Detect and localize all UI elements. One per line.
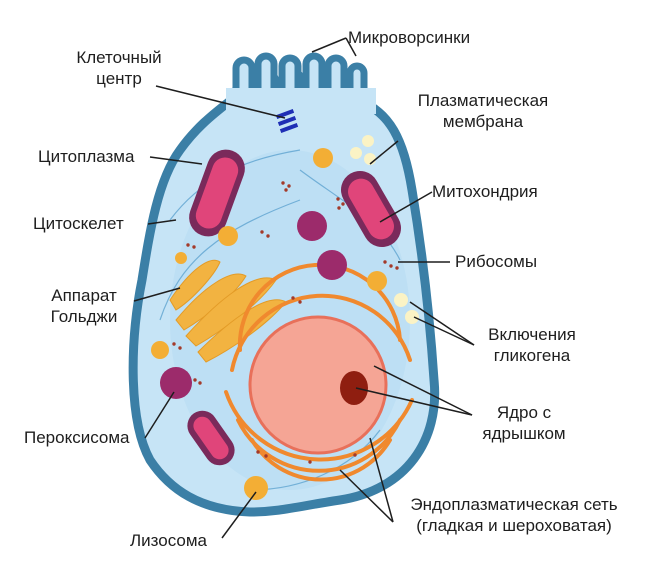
label-golgi-line2: Гольджи [50,307,118,326]
label-plasma-membrane-line2: мембрана [442,112,524,131]
label-er: Эндоплазматическая сеть (гладкая и шерох… [396,494,632,536]
label-mitochondrion: Митохондрия [432,182,538,201]
label-plasma-membrane: Плазматическая мембрана [398,90,568,132]
label-cytoskeleton: Цитоскелет [33,214,124,233]
mitochondrion [187,149,401,466]
label-microvilli: Микроворсинки [348,28,471,47]
label-golgi: Аппарат Гольджи [38,285,130,327]
glycogen-inclusions [350,135,419,324]
label-glycogen-line2: гликогена [493,346,571,365]
label-centrosome-line2: центр [96,69,142,88]
endoplasmic-reticulum [224,262,414,482]
label-glycogen-line1: Включения [488,325,576,344]
label-golgi-line1: Аппарат [51,286,117,305]
label-nucleus-line2: ядрышком [482,424,566,443]
label-plasma-membrane-line1: Плазматическая [417,91,549,110]
ribosomes [172,181,399,464]
label-er-line2: (гладкая и шероховатая) [416,516,612,535]
peroxisome [160,211,347,399]
label-nucleus-line1: Ядро с [496,403,552,422]
label-ribosomes: Рибосомы [455,252,538,271]
leader-lines [133,37,475,539]
nucleus [248,315,388,455]
label-peroxisome: Пероксисома [24,428,130,447]
label-nucleus: Ядро с ядрышком [474,402,574,444]
label-centrosome-line1: Клеточный [76,48,162,67]
label-er-line1: Эндоплазматическая сеть [410,495,618,514]
label-lysosome: Лизосома [130,531,207,550]
lysosome [151,148,387,500]
label-glycogen: Включения гликогена [476,324,588,366]
cytoskeleton [159,149,401,491]
label-cytoplasm: Цитоплазма [38,147,135,166]
label-centrosome: Клеточный центр [64,47,174,89]
microvilli-base [226,88,376,114]
nucleolus [340,371,368,405]
